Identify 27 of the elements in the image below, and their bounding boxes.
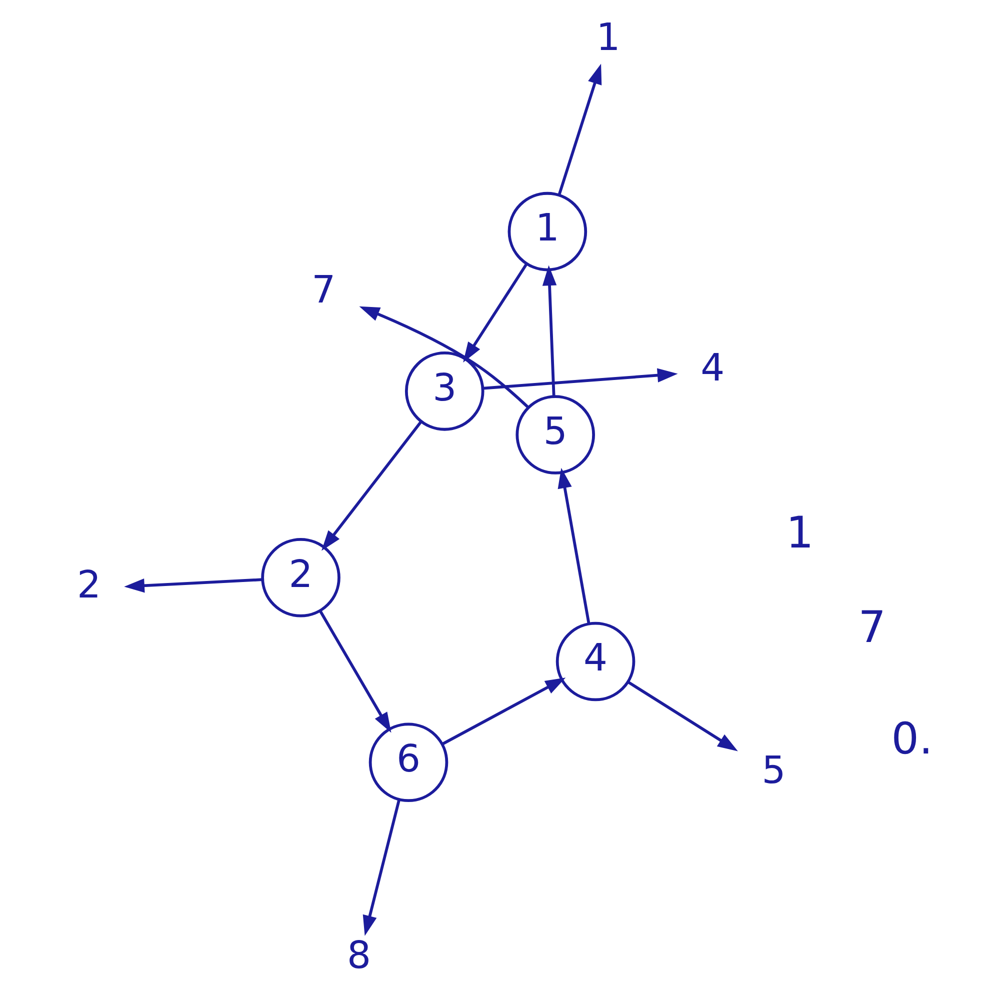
- node-text: 2: [76, 562, 100, 607]
- arrow: [318, 610, 391, 733]
- node-text: 4: [700, 345, 724, 390]
- arrow: [482, 368, 678, 390]
- arrow: [124, 578, 262, 593]
- node-circle: 5: [515, 395, 595, 474]
- node-text: 1: [596, 15, 620, 60]
- arrow: [321, 420, 422, 551]
- node-circle: 6: [368, 722, 448, 802]
- node-circle: 4: [555, 622, 635, 702]
- label: 7: [858, 602, 886, 653]
- label: 0.: [890, 714, 932, 765]
- arrow: [557, 468, 590, 624]
- node-text: 5: [761, 748, 786, 792]
- arrow: [358, 306, 529, 409]
- arrow: [542, 265, 556, 397]
- arrow: [362, 799, 400, 936]
- node-circle: 1: [507, 192, 587, 272]
- arrow: [557, 64, 602, 196]
- label: 1: [786, 508, 814, 558]
- arrow: [462, 262, 528, 362]
- arrow: [626, 680, 738, 752]
- node-text: 8: [346, 933, 370, 978]
- node-circle: 2: [260, 538, 340, 618]
- node-circle: 3: [404, 352, 484, 431]
- node-text: 7: [311, 267, 336, 312]
- arrow: [440, 678, 566, 746]
